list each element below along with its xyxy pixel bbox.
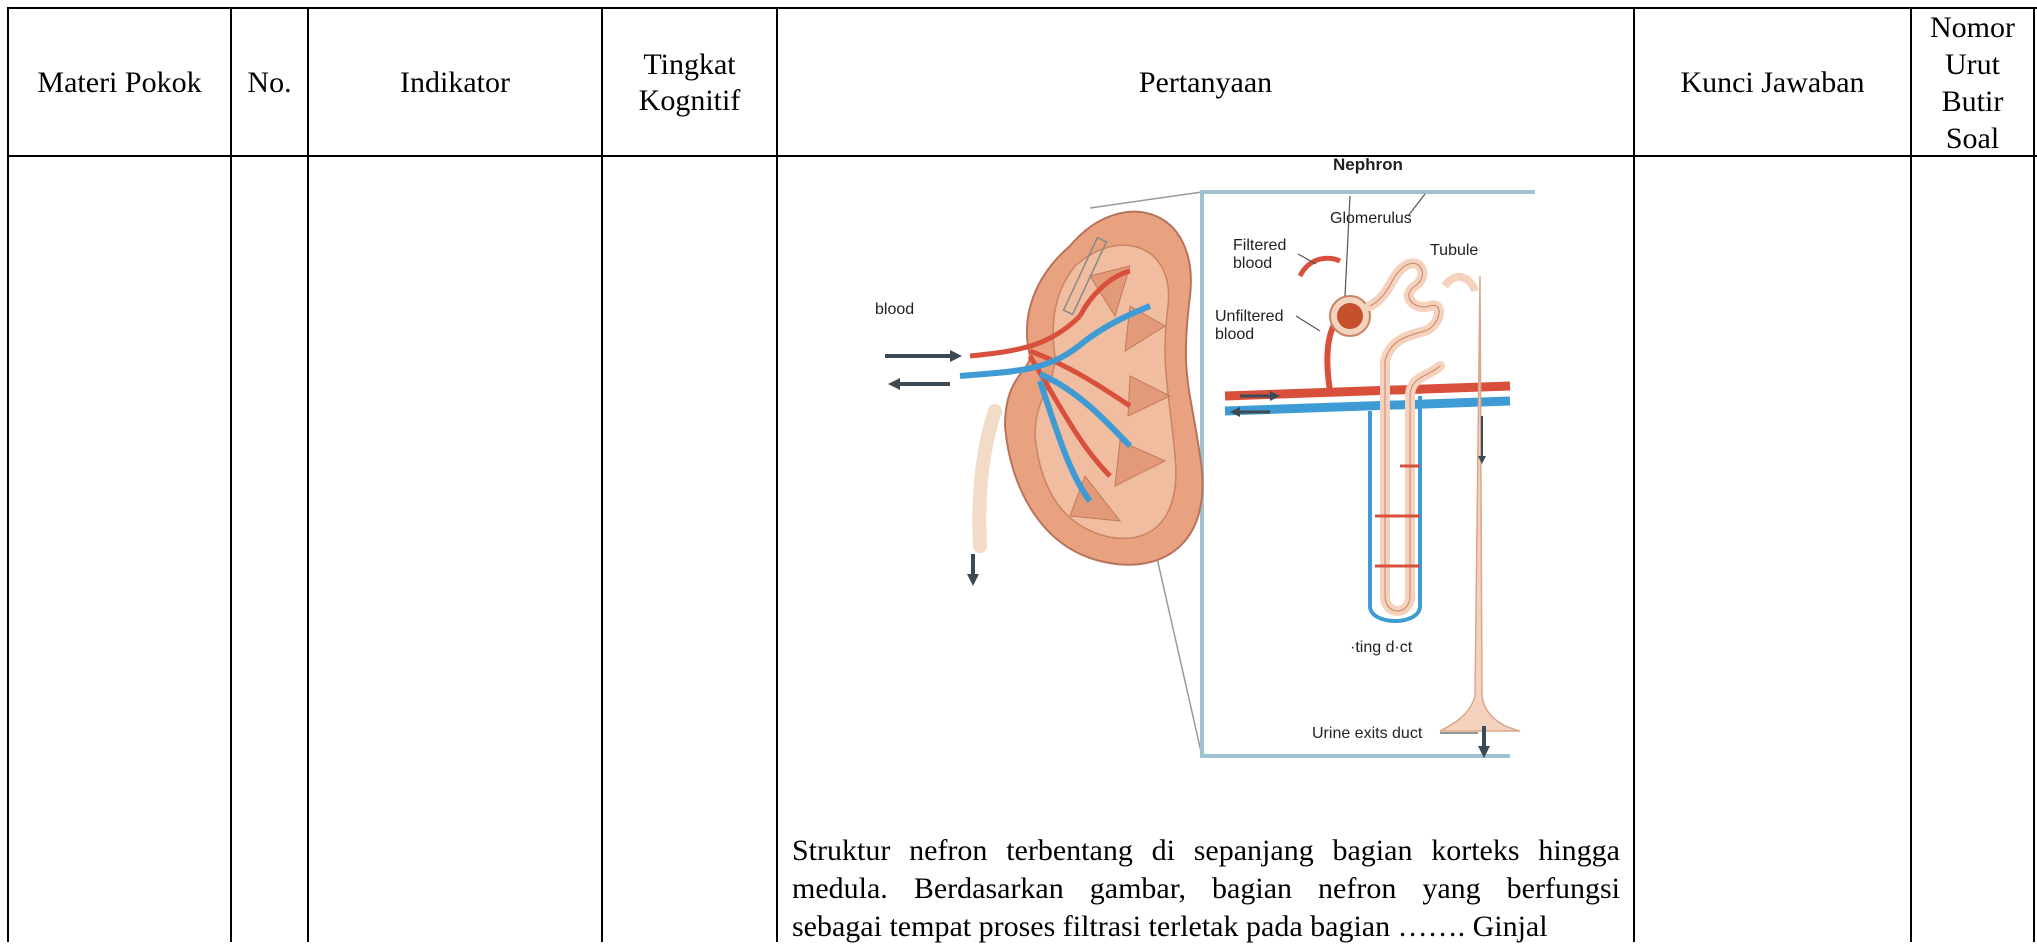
nephron-illustration: Nephron Glomerulus Tubule Filtered blood… <box>830 156 1570 766</box>
header-kunci-jawaban-text: Kunci Jawaban <box>1680 65 1864 101</box>
kidney-icon <box>885 212 1202 586</box>
header-pertanyaan: Pertanyaan <box>778 9 1633 156</box>
tubule-label: Tubule <box>1430 242 1478 259</box>
filtered-blood-line1: Filtered <box>1233 237 1286 254</box>
filtered-blood-line2: blood <box>1233 255 1272 272</box>
question-line-3: sebagai tempat proses filtrasi terletak … <box>792 908 1620 946</box>
urine-exits-label: Urine exits duct <box>1312 725 1423 742</box>
header-nomor-urut: Nomor Urut Butir Soal <box>1912 9 2033 156</box>
unfiltered-blood-line2: blood <box>1215 326 1254 343</box>
question-line-2: medula. Berdasarkan gambar, bagian nefro… <box>792 870 1620 908</box>
question-text: Struktur nefron terbentang di sepanjang … <box>792 832 1620 946</box>
nephron-title: Nephron <box>1333 156 1403 174</box>
filtered-blood-label: Filtered blood <box>1233 237 1291 272</box>
header-indikator: Indikator <box>309 9 601 156</box>
unfiltered-blood-label: Unfiltered blood <box>1215 308 1288 343</box>
header-indikator-text: Indikator <box>400 65 510 101</box>
header-pertanyaan-text: Pertanyaan <box>1139 65 1272 101</box>
blood-label: blood <box>875 301 914 318</box>
header-kunci-jawaban: Kunci Jawaban <box>1635 9 1910 156</box>
nephron-detail-icon <box>1225 194 1520 758</box>
header-materi-pokok-text: Materi Pokok <box>37 65 201 101</box>
header-tingkat-kognitif: Tingkat Kognitif <box>603 9 776 156</box>
header-nomor-urut-text: Nomor Urut Butir Soal <box>1930 9 2015 157</box>
nephron-figure: Nephron Glomerulus Tubule Filtered blood… <box>830 156 1570 766</box>
header-no-text: No. <box>247 65 291 101</box>
unfiltered-blood-line1: Unfiltered <box>1215 308 1283 325</box>
header-tingkat-kognitif-text: Tingkat Kognitif <box>639 47 741 119</box>
glomerulus-label: Glomerulus <box>1330 210 1412 227</box>
table-right-border <box>2033 7 2035 942</box>
collecting-duct-label: ·ting d·ct <box>1350 639 1413 656</box>
header-materi-pokok: Materi Pokok <box>9 9 230 156</box>
question-line-1: Struktur nefron terbentang di sepanjang … <box>792 832 1620 870</box>
header-no: No. <box>232 9 307 156</box>
